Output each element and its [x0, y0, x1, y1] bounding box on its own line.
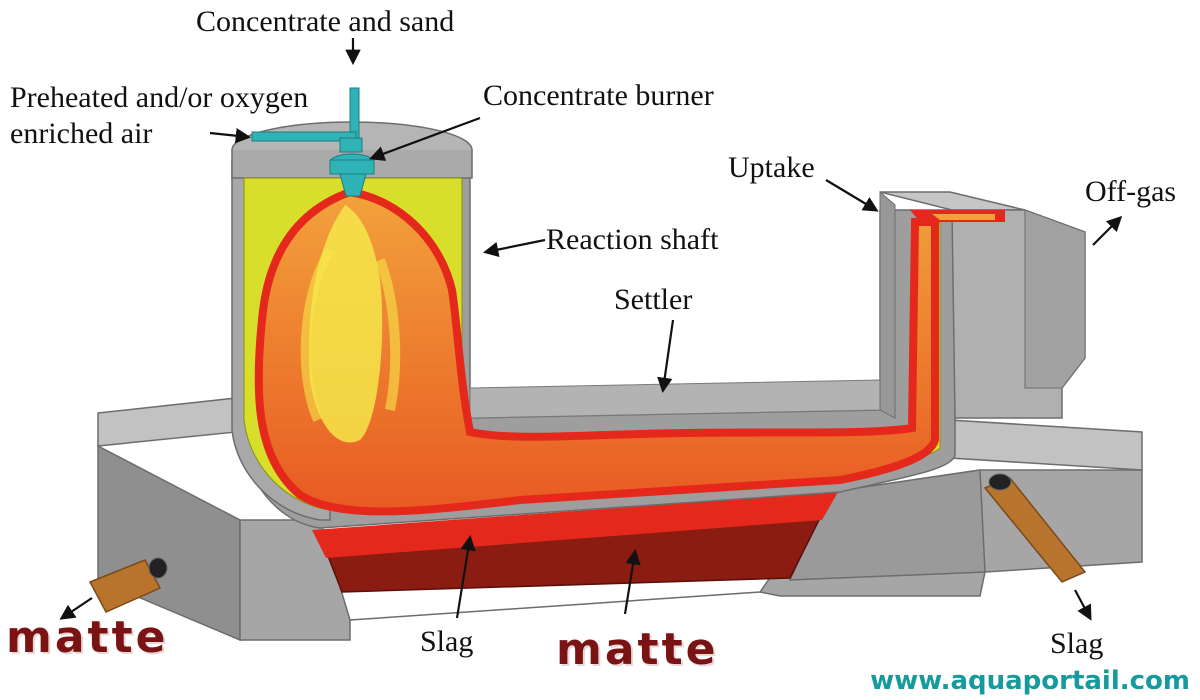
- slag-layer: [312, 492, 838, 558]
- label-settler: Settler: [614, 283, 693, 316]
- label-slag-right: Slag: [1050, 627, 1104, 660]
- matte-tap-left: [88, 557, 168, 613]
- label-matte-left: matte: [6, 612, 169, 663]
- label-reaction-shaft: Reaction shaft: [546, 223, 719, 256]
- label-slag-center: Slag: [420, 625, 474, 658]
- label-preheated-air-line1: Preheated and/or oxygen: [10, 81, 309, 114]
- concentrate-burner: [251, 87, 375, 197]
- label-preheated-air-line2: enriched air: [10, 117, 153, 150]
- label-matte-center: matte: [556, 624, 719, 675]
- label-concentrate-burner: Concentrate burner: [483, 79, 714, 112]
- watermark: www.aquaportail.com: [870, 666, 1190, 696]
- slag-tap-right: [983, 473, 1087, 583]
- uptake-shell: [879, 190, 1086, 419]
- label-concentrate-and-sand: Concentrate and sand: [196, 5, 455, 38]
- callout-arrows: [59, 38, 1123, 621]
- label-uptake: Uptake: [728, 151, 815, 184]
- label-off-gas: Off-gas: [1085, 175, 1177, 208]
